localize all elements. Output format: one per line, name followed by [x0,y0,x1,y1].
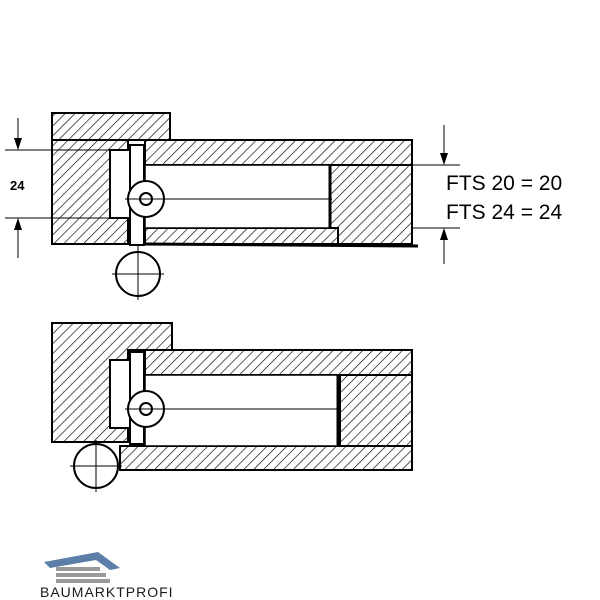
logo-stripe-2 [56,573,106,577]
logo-roof-icon [44,552,120,570]
top-door-right [329,164,413,245]
logo-text: BAUMARKTPROFI [40,584,174,600]
baumarktprofi-logo: BAUMARKTPROFI [40,552,174,600]
top-door-upper [144,139,413,166]
dimension-label: 24 [10,178,25,193]
top-hinge-plate-left [109,149,131,219]
bottom-door-lower [119,445,413,471]
bottom-view [51,322,413,492]
top-door-lower [144,227,339,245]
size-label-fts24: FTS 24 = 24 [446,201,562,224]
bottom-hinge-channel [144,374,341,447]
top-view: 24 FTS 20 = 20 FTS 24 = 24 [5,112,562,300]
dim-left-arrow-top-head [14,138,22,150]
dim-left-arrow-bottom-head [14,218,22,230]
size-label-fts20: FTS 20 = 20 [446,172,562,195]
bottom-door-right [339,374,413,447]
top-frame-upper [51,112,171,141]
logo-stripe-1 [56,567,100,571]
bottom-hinge-plate-left [109,359,131,429]
bottom-door-upper [144,349,413,376]
dim-right-arrow-top-head [440,153,448,165]
top-door-edge [144,242,419,248]
dim-right-arrow-bottom-head [440,228,448,240]
logo-stripe-3 [56,579,110,583]
top-hinge-channel [144,164,331,229]
